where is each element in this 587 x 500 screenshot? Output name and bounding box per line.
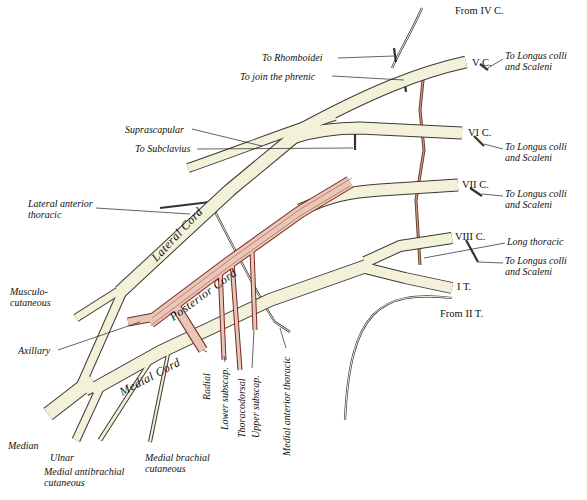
nerve-label: To Longus colli and Scaleni: [505, 188, 577, 210]
nerve-label: VII C.: [462, 179, 489, 190]
nerve-label: Median: [8, 440, 39, 451]
nerve-label: Lateral anterior thoracic: [28, 198, 102, 220]
nerve-label: Medial anterior thoracic: [281, 357, 292, 456]
nerve-label: From IV C.: [455, 5, 504, 16]
nerve-label: To Longus colli and Scaleni: [505, 50, 577, 72]
nerve-label: Suprascapular: [125, 124, 184, 135]
nerve-label: To Longus colli and Scaleni: [505, 141, 577, 163]
nerve-label: VI C.: [468, 127, 491, 138]
posterior-cord: [128, 182, 350, 370]
nerve-label: Ulnar: [50, 452, 74, 463]
nerve-label: Lower subscap.: [219, 367, 230, 430]
nerve-label: To Rhomboidei: [262, 52, 322, 63]
nerve-label: Axillary: [18, 345, 50, 356]
nerve-label: To join the phrenic: [240, 71, 315, 82]
nerve-label: From II T.: [440, 308, 483, 319]
nerve-label: VIII C.: [455, 231, 485, 242]
nerve-label: Medial brachial cutaneous: [145, 452, 215, 474]
leader-lines: [58, 56, 505, 368]
nerve-trunks-fill: [48, 62, 466, 442]
nerve-label: Long thoracic: [507, 236, 563, 247]
nerve-label: Lateral Cord: [150, 206, 205, 264]
nerve-label: I T.: [457, 281, 471, 292]
nerve-label: V C.: [472, 57, 492, 68]
nerve-label: Radial: [201, 373, 212, 400]
nerve-label: To Longus colli and Scaleni: [505, 255, 577, 277]
nerve-label: Upper subscap.: [250, 375, 261, 438]
nerve-label: Medial antibrachial cutaneous: [44, 466, 128, 488]
nerve-label: Musculo- cutaneous: [10, 286, 62, 308]
nerve-label: Thoracodorsal: [236, 379, 247, 438]
nerve-label: To Subclavius: [135, 143, 190, 154]
posterior-cord-fill: [128, 182, 350, 370]
nerve-trunks: [48, 62, 466, 442]
posterior-cord-hatch: [150, 178, 352, 326]
